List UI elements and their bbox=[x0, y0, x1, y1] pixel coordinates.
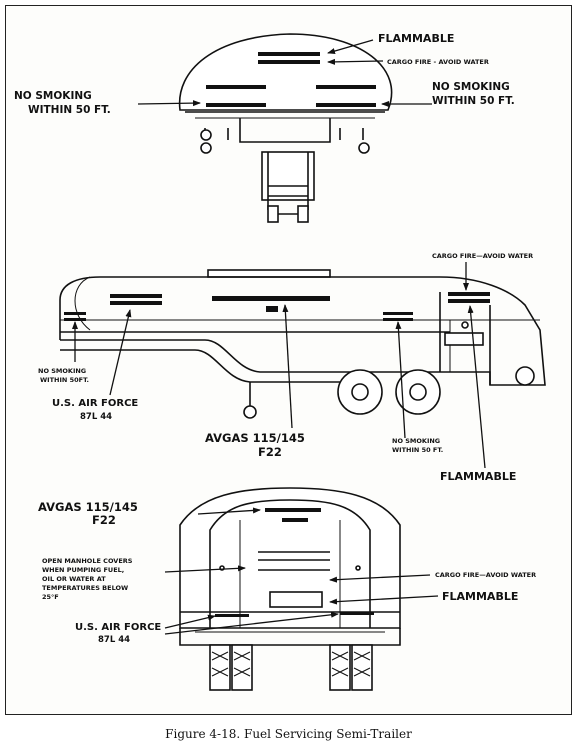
tank-rear-outline bbox=[179, 487, 401, 629]
side-avgas-1: AVGAS 115/145 bbox=[205, 431, 305, 445]
rear-manhole-5: 25°F bbox=[42, 593, 59, 601]
top-catwalk bbox=[207, 269, 331, 278]
side-flammable-label: FLAMMABLE bbox=[440, 470, 516, 483]
rear-avgas-2: F22 bbox=[92, 513, 116, 527]
rear-placard bbox=[269, 591, 323, 608]
side-avgas-2: F22 bbox=[258, 445, 282, 459]
rear-tire-4 bbox=[351, 644, 373, 691]
side-no-smoking-right-2: WITHIN 50 FT. bbox=[392, 446, 443, 454]
rear-us-air-force-2: 87L 44 bbox=[98, 635, 130, 645]
rear-us-air-force-1: U.S. AIR FORCE bbox=[75, 622, 161, 633]
flammable-decal bbox=[258, 52, 320, 56]
side-no-smoking-left-2: WITHIN 50FT. bbox=[40, 376, 89, 384]
top-no-smoking-left-1: NO SMOKING bbox=[14, 90, 92, 102]
rear-manhole-2: WHEN PUMPING FUEL, bbox=[42, 566, 124, 574]
side-us-air-force-2: 87L 44 bbox=[80, 412, 112, 422]
rear-manhole-1: OPEN MANHOLE COVERS bbox=[42, 557, 133, 565]
rear-view bbox=[179, 487, 401, 691]
top-flammable-label: FLAMMABLE bbox=[378, 32, 454, 45]
top-cargo-fire-label: CARGO FIRE - AVOID WATER bbox=[387, 58, 489, 66]
tank-top-outline bbox=[178, 33, 393, 111]
top-no-smoking-right-2: WITHIN 50 FT. bbox=[432, 95, 515, 107]
rear-tire-2 bbox=[231, 644, 253, 691]
top-view-decals bbox=[206, 52, 376, 107]
top-view bbox=[178, 33, 393, 223]
side-us-air-force-1: U.S. AIR FORCE bbox=[52, 398, 138, 409]
side-avgas-decal bbox=[212, 296, 330, 301]
top-no-smoking-right-1: NO SMOKING bbox=[432, 81, 510, 93]
rear-manhole-4: TEMPERATURES BELOW bbox=[42, 584, 128, 592]
side-view-decals bbox=[64, 292, 490, 321]
rear-flammable-label: FLAMMABLE bbox=[442, 590, 518, 603]
undercarriage bbox=[261, 151, 315, 201]
side-wheel-2 bbox=[395, 369, 441, 415]
side-wheel-1 bbox=[337, 369, 383, 415]
side-view bbox=[59, 269, 546, 419]
tank-side-outline bbox=[59, 276, 546, 386]
rear-tire-1 bbox=[209, 644, 231, 691]
side-no-smoking-right-1: NO SMOKING bbox=[392, 437, 440, 445]
rear-view-decals bbox=[215, 508, 374, 617]
rear-manhole-3: OIL OR WATER AT bbox=[42, 575, 106, 583]
figure-caption: Figure 4-18. Fuel Servicing Semi-Trailer bbox=[165, 727, 412, 741]
top-no-smoking-left-2: WITHIN 50 FT. bbox=[28, 104, 111, 116]
rear-tire-3 bbox=[329, 644, 351, 691]
cabinet-door bbox=[444, 332, 484, 346]
cargo-fire-decal bbox=[258, 60, 320, 64]
rear-cargo-fire-label: CARGO FIRE—AVOID WATER bbox=[435, 571, 536, 579]
side-no-smoking-left-1: NO SMOKING bbox=[38, 367, 86, 375]
side-cargo-fire-label: CARGO FIRE—AVOID WATER bbox=[432, 252, 533, 260]
rear-avgas-1: AVGAS 115/145 bbox=[38, 500, 138, 514]
